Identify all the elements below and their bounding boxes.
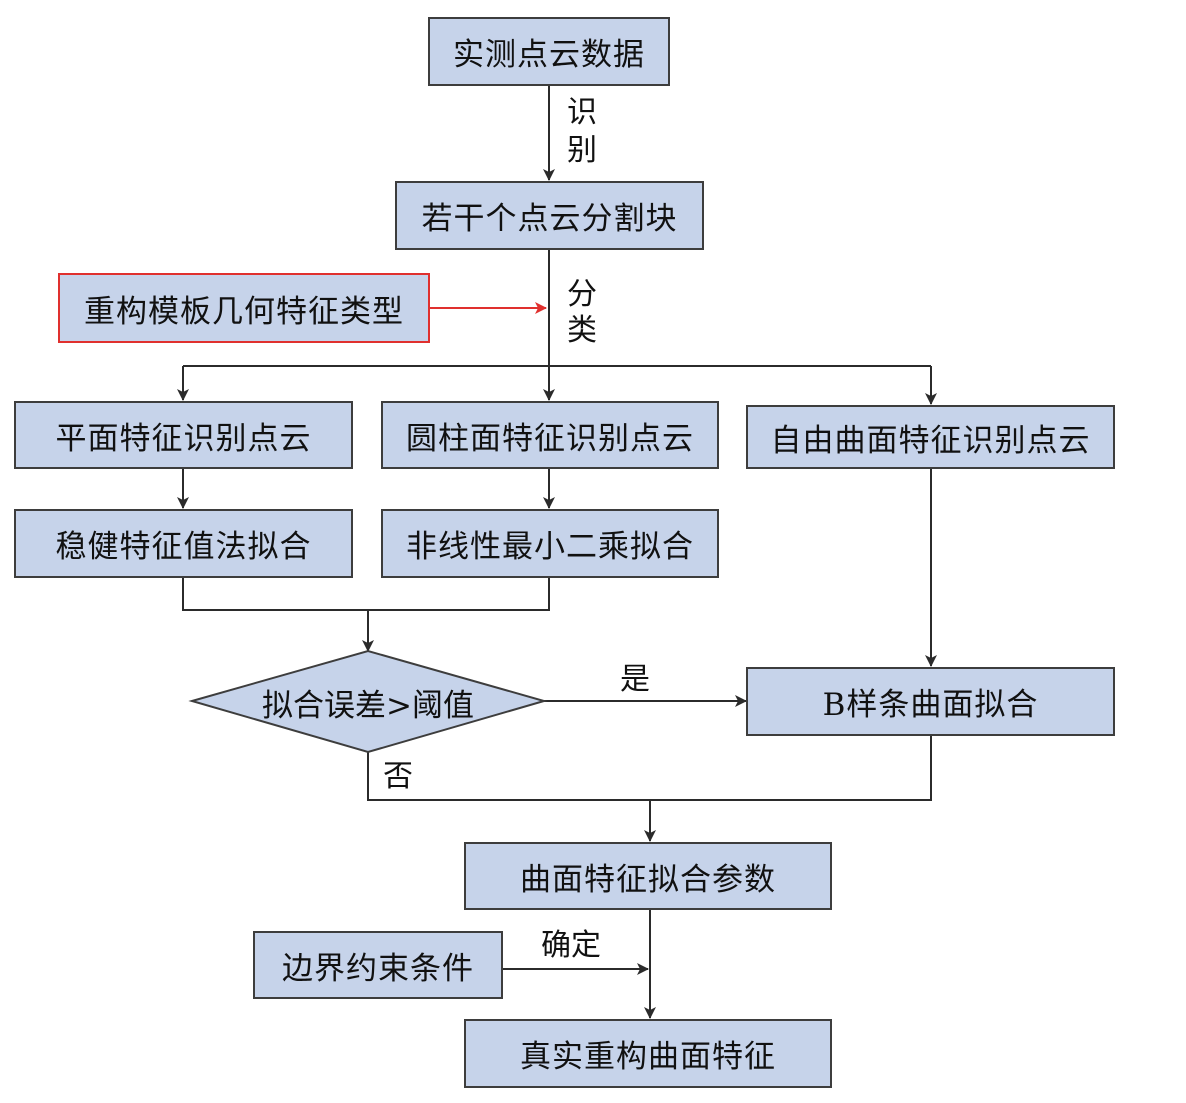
node-bspline-fit: B样条曲面拟合 <box>746 667 1115 736</box>
node-point-cloud-segments: 若干个点云分割块 <box>395 181 704 250</box>
node-robust-eigen-fit: 稳健特征值法拟合 <box>14 509 353 578</box>
node-freeform-feature: 自由曲面特征识别点云 <box>746 405 1115 469</box>
node-raw-point-cloud: 实测点云数据 <box>428 17 670 86</box>
edge-merge-fits <box>182 578 550 611</box>
label-no: 否 <box>383 759 413 794</box>
decision-diamond <box>188 649 548 754</box>
node-boundary-constraints: 边界约束条件 <box>253 931 503 999</box>
node-plane-feature: 平面特征识别点云 <box>14 401 353 469</box>
label-classify-2: 类 <box>567 313 597 348</box>
node-template-feature-types: 重构模板几何特征类型 <box>58 273 430 343</box>
label-classify-1: 分 <box>567 277 597 312</box>
node-fit-error-decision: 拟合误差>阈值 <box>262 687 474 724</box>
label-determine: 确定 <box>541 928 601 963</box>
label-yes: 是 <box>620 662 650 697</box>
label-identify-1: 识 <box>567 95 597 130</box>
node-final-surface-feature: 真实重构曲面特征 <box>464 1019 832 1088</box>
node-cylinder-feature: 圆柱面特征识别点云 <box>381 401 719 469</box>
node-fit-parameters: 曲面特征拟合参数 <box>464 842 832 910</box>
label-identify-2: 别 <box>567 133 597 168</box>
node-nonlinear-least-squares: 非线性最小二乘拟合 <box>381 509 719 578</box>
